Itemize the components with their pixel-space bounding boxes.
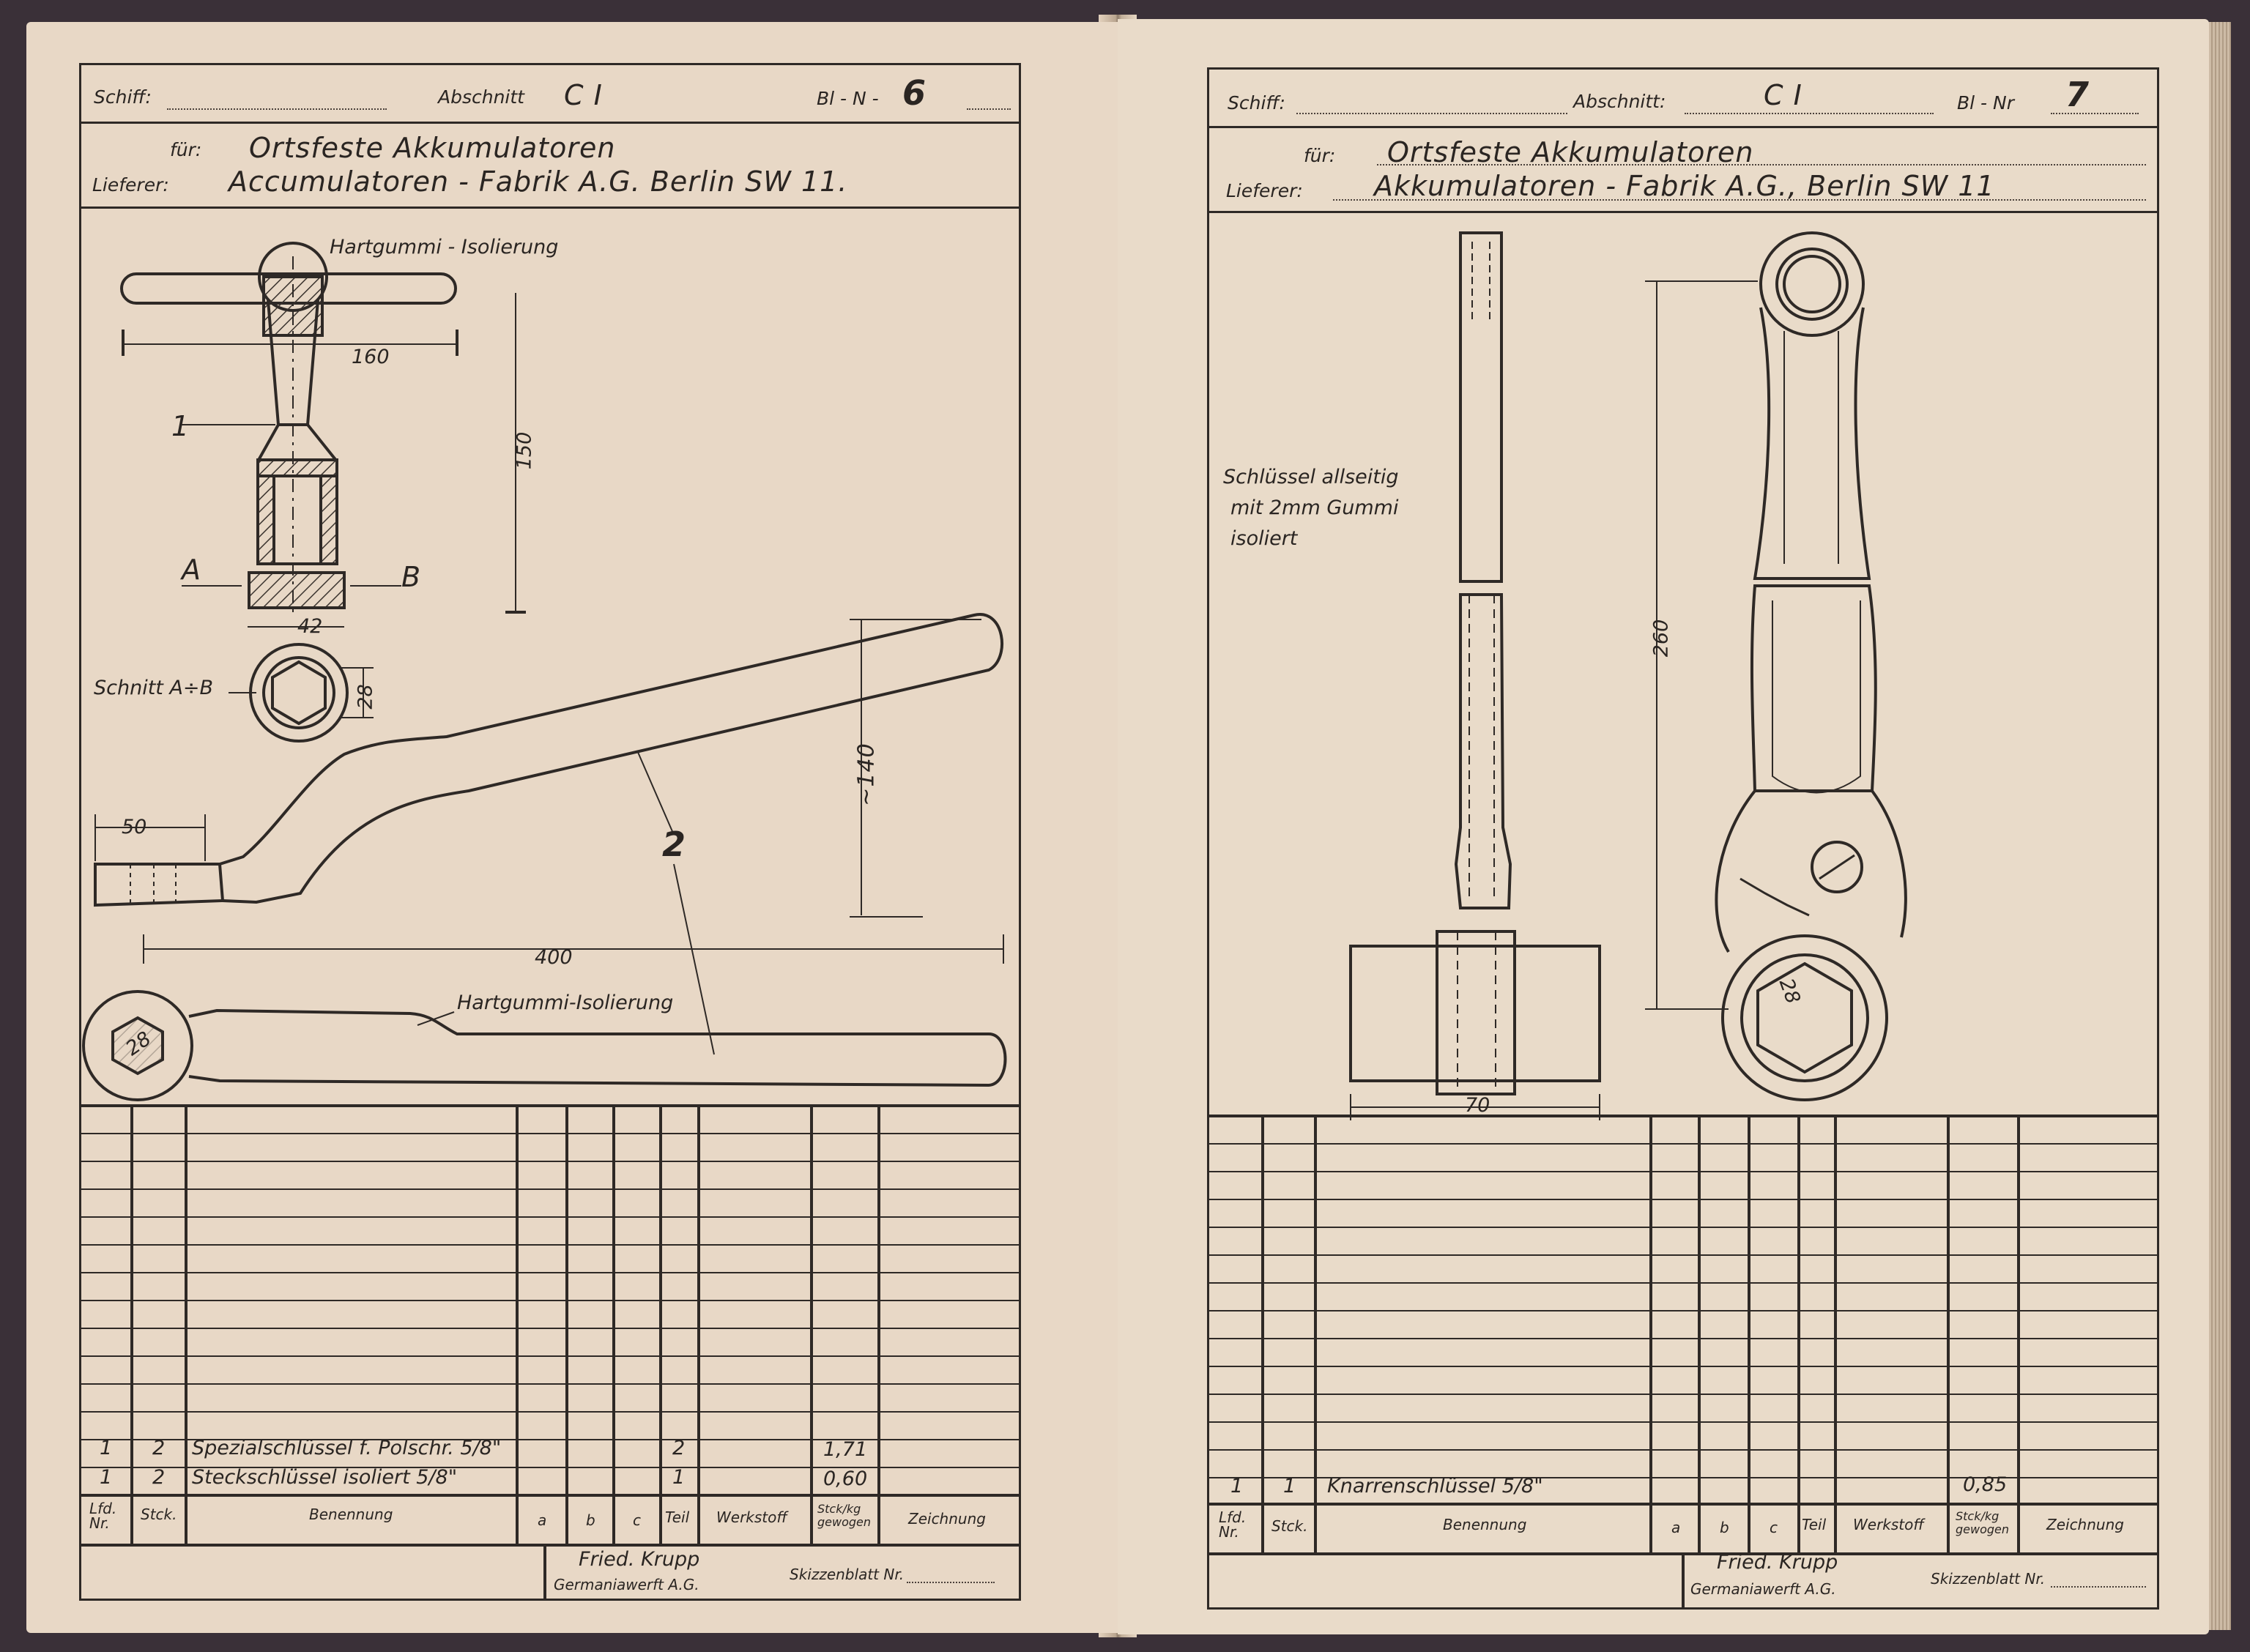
left-lieferer-value: Accumulatoren - Fabrik A.G. Berlin SW 11…: [229, 165, 848, 198]
left-blatt-label: Bl - N -: [817, 88, 879, 109]
right-footer-skizzen: Skizzenblatt Nr.: [1931, 1570, 2046, 1588]
left-row1-benennung: Spezialschlüssel f. Polschr. 5/8": [192, 1437, 502, 1459]
right-dim-70: 70: [1465, 1094, 1490, 1117]
right-abschnitt-label: Abschnitt:: [1573, 91, 1666, 112]
left-col-b: b: [586, 1511, 595, 1529]
left-abschnitt-label: Abschnitt: [438, 86, 524, 108]
right-lieferer-value: Akkumulatoren - Fabrik A.G., Berlin SW 1…: [1374, 170, 1995, 202]
right-col-zeichnung: Zeichnung: [2046, 1516, 2124, 1533]
left-col-werkstoff: Werkstoff: [716, 1508, 787, 1526]
right-blatt-label: Bl - Nr: [1957, 92, 2014, 114]
left-row2-gewicht: 0,60: [823, 1467, 868, 1490]
right-col-c: c: [1770, 1519, 1778, 1536]
right-schiff-label: Schiff:: [1228, 92, 1285, 114]
right-fuer-value: Ortsfeste Akkumulatoren: [1387, 136, 1754, 168]
left-part-2: 2: [662, 825, 686, 864]
left-page: [26, 22, 1118, 1633]
left-section-a: A: [182, 554, 201, 586]
right-col-stck: Stck.: [1271, 1517, 1308, 1535]
right-row1-stck: 1: [1283, 1475, 1296, 1497]
left-dim-160: 160: [352, 346, 390, 368]
left-label-hartgummi-top: Hartgummi - Isolierung: [330, 236, 559, 258]
right-row1-benennung: Knarrenschlüssel 5/8": [1327, 1475, 1543, 1497]
left-sheet-frame: [79, 63, 1021, 1601]
right-blatt-value: 7: [2065, 75, 2090, 114]
left-footer-company: Fried. Krupp: [579, 1548, 700, 1571]
left-label-hartgummi-bottom: Hartgummi-Isolierung: [457, 991, 674, 1014]
left-dim-400: 400: [535, 946, 573, 969]
left-fuer-value: Ortsfeste Akkumulatoren: [249, 132, 616, 164]
left-row1-nr: 1: [100, 1437, 113, 1459]
right-col-gewicht: Stck/kg gewogen: [1956, 1509, 2010, 1536]
left-section-b: B: [401, 561, 422, 593]
right-abschnitt-value: C I: [1764, 79, 1802, 111]
right-col-nr: Lfd. Nr.: [1219, 1508, 1247, 1541]
right-lieferer-label: Lieferer:: [1226, 180, 1303, 201]
right-col-werkstoff: Werkstoff: [1853, 1516, 1924, 1533]
left-row1-gewicht: 1,71: [823, 1438, 868, 1461]
left-schiff-label: Schiff:: [94, 86, 152, 108]
right-note-line3: isoliert: [1230, 527, 1298, 550]
left-dim-50: 50: [122, 816, 147, 838]
right-col-benennung: Benennung: [1443, 1516, 1527, 1533]
left-part-1: 1: [171, 410, 190, 442]
left-footer-skizzen: Skizzenblatt Nr.: [790, 1566, 905, 1583]
left-col-zeichnung: Zeichnung: [908, 1510, 986, 1528]
left-row2-benennung: Steckschlüssel isoliert 5/8": [192, 1466, 458, 1489]
right-footer-yard: Germaniawerft A.G.: [1690, 1580, 1836, 1598]
right-dim-260: 260: [1649, 619, 1673, 658]
left-col-stck: Stck.: [141, 1506, 177, 1523]
left-lieferer-label: Lieferer:: [92, 174, 169, 196]
left-row2-teil: 1: [672, 1466, 686, 1489]
right-col-a: a: [1671, 1519, 1681, 1536]
right-col-b: b: [1720, 1519, 1729, 1536]
right-note-line1: Schlüssel allseitig: [1223, 466, 1399, 488]
right-row1-nr: 1: [1230, 1475, 1244, 1497]
left-col-nr: Lfd. Nr.: [89, 1500, 117, 1532]
right-row1-gewicht: 0,85: [1963, 1473, 2008, 1496]
right-col-teil: Teil: [1802, 1516, 1827, 1533]
left-abschnitt-value: C I: [564, 79, 603, 111]
left-blatt-value: 6: [902, 73, 927, 113]
right-page: [1118, 19, 2209, 1634]
left-row1-teil: 2: [672, 1437, 686, 1459]
left-fuer-label: für:: [170, 139, 202, 160]
right-footer-company: Fried. Krupp: [1717, 1551, 1838, 1574]
left-col-benennung: Benennung: [309, 1506, 393, 1523]
left-row1-stck: 2: [152, 1437, 166, 1459]
left-schnitt-label: Schnitt A÷B: [94, 677, 214, 699]
left-row2-nr: 1: [100, 1466, 113, 1489]
left-footer-yard: Germaniawerft A.G.: [554, 1576, 699, 1593]
left-col-gewicht: Stck/kg gewogen: [817, 1502, 872, 1529]
left-row2-stck: 2: [152, 1466, 166, 1489]
left-col-c: c: [633, 1511, 641, 1529]
left-dim-42: 42: [297, 615, 323, 638]
left-col-a: a: [538, 1511, 547, 1529]
right-fuer-label: für:: [1304, 145, 1336, 166]
left-col-teil: Teil: [665, 1508, 690, 1526]
right-note-line2: mit 2mm Gummi: [1230, 496, 1399, 519]
